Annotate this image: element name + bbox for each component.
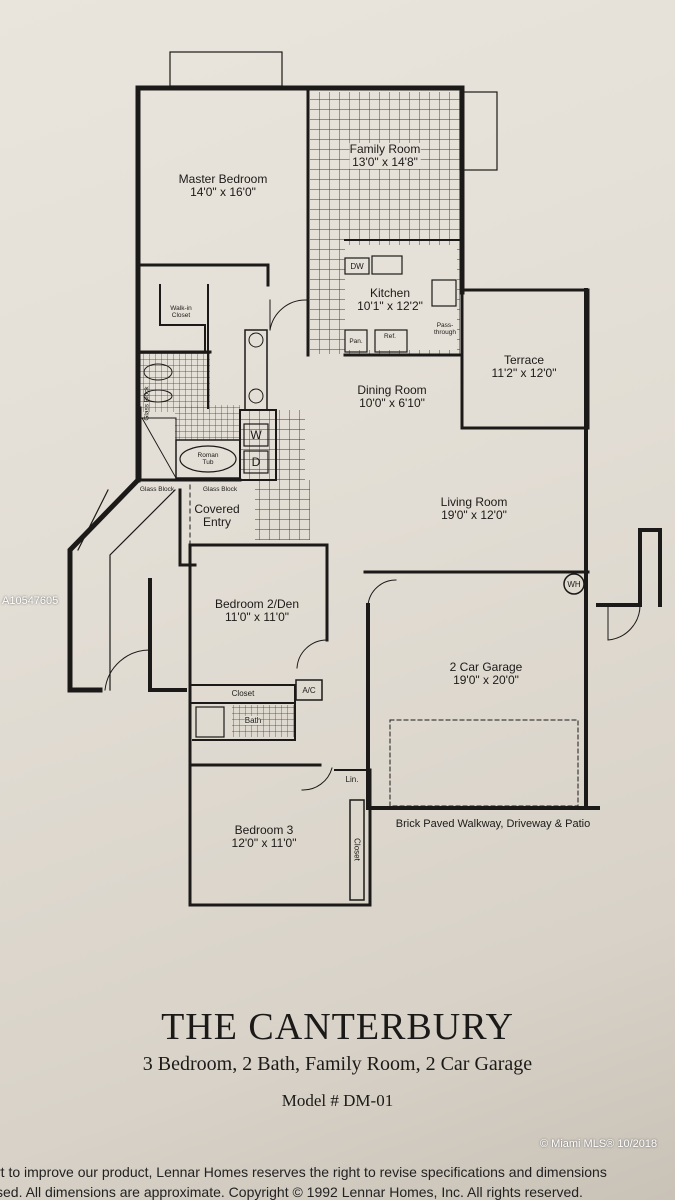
room-dims: 13'0" x 14'8" [352, 155, 418, 169]
walkway-label: Brick Paved Walkway, Driveway & Patio [395, 818, 591, 830]
linen-label: Lin. [345, 775, 359, 784]
bath-label: Bath [244, 716, 262, 725]
room-name: Terrace [503, 353, 545, 367]
glass-block-label: Glass Block [143, 386, 151, 421]
room-dims: 19'0" x 20'0" [453, 673, 519, 687]
floor-plan-drawing [67, 51, 662, 907]
closet-label: Closet [352, 838, 362, 861]
disclaimer-line-1: rt to improve our product, Lennar Homes … [0, 1164, 607, 1180]
room-name: Family Room [349, 142, 421, 156]
ac-label: A/C [302, 686, 316, 695]
listing-id-watermark: A10547605 [2, 595, 59, 607]
walk-in-closet-label: Walk-in Closet [170, 305, 192, 319]
room-name: 2 Car Garage [449, 660, 523, 674]
covered-entry-label: Covered Entry [194, 502, 240, 529]
room-dims: 10'0" x 6'10" [359, 396, 425, 410]
roman-tub-label: Roman Tub [197, 452, 219, 466]
room-name: Master Bedroom [178, 172, 268, 186]
room-dims: 10'1" x 12'2" [357, 299, 423, 313]
washer-label: W [250, 428, 262, 442]
room-name: Dining Room [357, 383, 427, 397]
pass-through-label: Pass-through [433, 322, 457, 336]
disclaimer-line-2: sed. All dimensions are approximate. Cop… [0, 1184, 583, 1200]
dryer-label: D [251, 455, 261, 469]
room-dims: 14'0" x 16'0" [190, 185, 256, 199]
room-dims: 19'0" x 12'0" [441, 508, 507, 522]
pantry-label: Pan. [349, 338, 363, 345]
water-heater-label: WH [567, 580, 581, 589]
plan-title: THE CANTERBURY [161, 1006, 514, 1048]
room-name: Living Room [440, 495, 508, 509]
room-dims: 11'2" x 12'0" [491, 366, 557, 380]
plan-subtitle: 3 Bedroom, 2 Bath, Family Room, 2 Car Ga… [142, 1053, 533, 1075]
dishwasher-label: DW [350, 262, 364, 271]
closet-label: Closet [231, 689, 255, 698]
model-number: Model # DM-01 [281, 1091, 394, 1110]
glass-block-label: Glass Block [139, 486, 175, 493]
room-name: Bedroom 2/Den [214, 597, 300, 611]
refrigerator-label: Ref. [384, 333, 396, 340]
mls-watermark: © Miami MLS® 10/2018 [540, 1138, 658, 1150]
room-dims: 11'0" x 11'0" [224, 610, 290, 624]
room-name: Bedroom 3 [234, 823, 294, 837]
glass-block-label: Glass Block [202, 486, 238, 493]
room-dims: 12'0" x 11'0" [231, 836, 297, 850]
room-name: Kitchen [369, 286, 411, 300]
